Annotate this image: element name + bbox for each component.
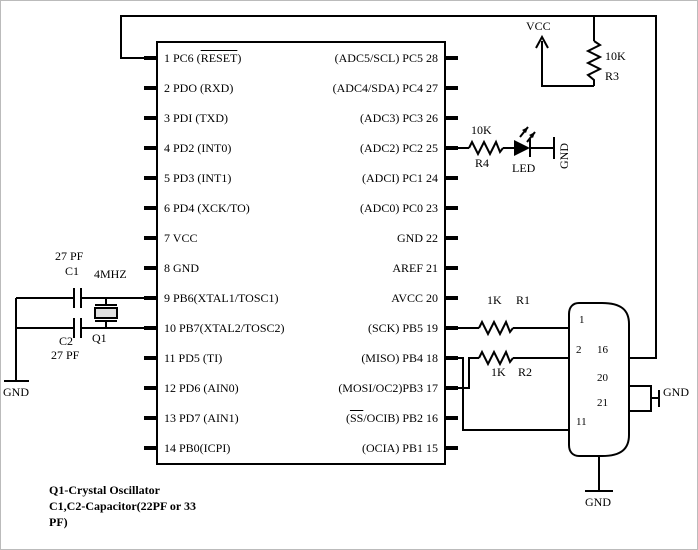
ic-pin-label: GND 22 <box>397 231 438 245</box>
connector-pin-16-label: 16 <box>597 344 608 356</box>
notes: Q1-Crystal Oscillator C1,C2-Capacitor(22… <box>49 482 196 530</box>
gnd-label-led: GND <box>557 143 571 169</box>
ic-pin-label: 13 PD7 (AIN1) <box>164 411 239 425</box>
ic-pin-label: (ADC3) PC3 26 <box>359 111 438 125</box>
ic-pin-label: 3 PDI (TXD) <box>164 111 228 125</box>
connector-pin-1-label: 1 <box>579 314 585 326</box>
connector-pin-2-label: 2 <box>576 344 582 356</box>
gnd-label-connector-right: GND <box>663 385 689 399</box>
ic-pin-label: 9 PB6(XTAL1/TOSC1) <box>164 291 279 305</box>
ic-pin-label: AVCC 20 <box>391 291 438 305</box>
ic-left-pin-column: 1 PC6 (RESET) 2 PDO (RXD) 3 PDI (TXD) 4 … <box>158 43 444 463</box>
ic-pin-label: 2 PDO (RXD) <box>164 81 234 95</box>
ic-atmega-body: 1 PC6 (RESET) 2 PDO (RXD) 3 PDI (TXD) 4 … <box>156 41 446 465</box>
miso-wire <box>458 357 569 431</box>
ic-pin-label: (OCIA) PB1 15 <box>361 441 438 455</box>
connector-pin-21-label: 21 <box>597 397 608 409</box>
gnd-left-symbol <box>4 298 29 382</box>
ic-pin-label: (ADC4/SDA) PC4 27 <box>332 81 438 95</box>
c1-ref-label: C1 <box>65 264 80 278</box>
ic-pin-label: 14 PB0(ICPI) <box>164 441 231 455</box>
ic-pin-label: 12 PD6 (AIN0) <box>164 381 239 395</box>
crystal-symbol <box>94 298 118 328</box>
q1-ref-label: Q1 <box>92 331 107 345</box>
gnd-label-left: GND <box>3 385 29 399</box>
ic-pin-label: 7 VCC <box>164 231 198 245</box>
c2-capacitor <box>16 318 144 338</box>
r4-value-label: 10K <box>471 123 492 137</box>
vcc-label: VCC <box>526 19 551 33</box>
ic-pin-label: 5 PD3 (INT1) <box>164 171 232 185</box>
ic-pin-label: (MOSI/OC2)PB3 17 <box>338 381 438 395</box>
r3-ref-label: R3 <box>605 69 620 83</box>
r1-resistor <box>458 319 569 337</box>
vcc-symbol <box>535 34 594 87</box>
ic-pin-label: (ADC2) PC2 25 <box>359 141 438 155</box>
note-line: Q1-Crystal Oscillator <box>49 483 160 497</box>
r3-resistor <box>585 16 603 86</box>
note-line: C1,C2-Capacitor(22PF or 33 <box>49 499 196 513</box>
ic-pin-stubs <box>144 56 458 450</box>
r1-ref-label: R1 <box>516 293 531 307</box>
r4-ref-label: R4 <box>475 156 490 170</box>
ic-right-pin-column: (ADC5/SCL) PC5 28 (ADC4/SDA) PC4 27 (ADC… <box>158 43 444 463</box>
r2-value-label: 1K <box>491 365 506 379</box>
c2-ref-label: C2 <box>59 334 74 348</box>
connector-pin-20-label: 20 <box>597 372 608 384</box>
c2-value-label: 27 PF <box>51 348 80 362</box>
ic-pin-label: (ADC5/SCL) PC5 28 <box>334 51 438 65</box>
ic-pin-label: 10 PB7(XTAL2/TOSC2) <box>164 321 285 335</box>
ic-pin-label: 6 PD4 (XCK/TO) <box>164 201 250 215</box>
note-line: PF) <box>49 515 68 529</box>
ic-pin-label: 11 PD5 (TI) <box>164 351 223 365</box>
db25-connector-outline <box>568 302 630 457</box>
r2-resistor <box>458 349 569 389</box>
gnd-label-connector-bottom: GND <box>585 495 611 509</box>
c1-capacitor <box>16 288 144 308</box>
r1-value-label: 1K <box>487 293 502 307</box>
ic-pin-label: (SS/OCIB) PB2 16 <box>345 411 438 425</box>
ic-pin-label: 4 PD2 (INT0) <box>164 141 232 155</box>
ic-pin-label: AREF 21 <box>392 261 438 275</box>
r4-resistor <box>458 139 514 157</box>
connector-gnd-bracket <box>629 385 660 412</box>
ic-pin-label: (MISO) PB4 18 <box>361 351 438 365</box>
ic-pin-label: (SCK) PB5 19 <box>367 321 438 335</box>
ic-pin-label: 1 PC6 (RESET) <box>164 51 242 65</box>
led-gnd-symbol <box>530 137 555 159</box>
ic-pin-label: (ADC0) PC0 23 <box>359 201 438 215</box>
ic-pin-label: 8 GND <box>164 261 199 275</box>
c1-value-label: 27 PF <box>55 249 84 263</box>
connector-gnd-bottom <box>585 456 613 492</box>
led-label: LED <box>512 161 536 175</box>
r2-ref-label: R2 <box>518 365 533 379</box>
connector-pin-11-label: 11 <box>576 416 587 428</box>
r3-value-label: 10K <box>605 49 626 63</box>
q1-value-label: 4MHZ <box>94 267 127 281</box>
reset-net-wire <box>120 15 657 359</box>
led-symbol <box>514 126 536 157</box>
ic-pin-label: (ADCI) PC1 24 <box>361 171 438 185</box>
